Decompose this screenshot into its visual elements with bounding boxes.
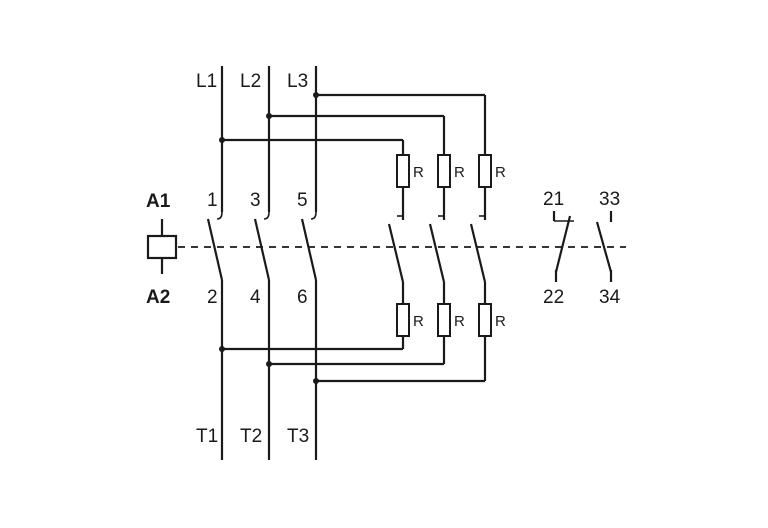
junction-T2 (266, 361, 272, 367)
resistor-lower-1 (396, 303, 410, 337)
resistor-label-upper-3: R (495, 164, 506, 181)
terminal-4: 4 (250, 287, 261, 308)
resistor-label-lower-3: R (495, 313, 506, 330)
terminal-3: 3 (250, 190, 261, 211)
label-L1: L1 (196, 71, 217, 92)
resistor-label-lower-2: R (454, 313, 465, 330)
aux-no-label-33: 33 (599, 189, 620, 210)
resistor-contact-blade-2 (428, 223, 446, 283)
terminal-2: 2 (207, 287, 218, 308)
main-contact-blade-1 (206, 218, 224, 281)
main-contact-blade-2 (253, 218, 271, 281)
aux-nc-label-21: 21 (543, 189, 564, 210)
junction-T1 (219, 346, 225, 352)
coil-label-a1: A1 (146, 191, 171, 212)
resistor-upper-3 (478, 154, 492, 188)
resistor-label-upper-2: R (454, 164, 465, 181)
resistor-contact-blade-1 (387, 223, 405, 283)
junction-L1-top (219, 137, 225, 143)
coil-label-a2: A2 (146, 287, 170, 308)
label-L3: L3 (287, 71, 308, 92)
label-T2: T2 (240, 426, 262, 447)
aux-no-label-34: 34 (599, 287, 621, 308)
resistor-upper-1 (396, 154, 410, 188)
terminal-1: 1 (207, 190, 218, 211)
resistor-label-upper-1: R (413, 164, 424, 181)
aux-nc-label-22: 22 (543, 287, 564, 308)
label-L2: L2 (240, 71, 261, 92)
label-T3: T3 (287, 426, 309, 447)
junction-L3-top (313, 92, 319, 98)
resistor-lower-3 (478, 303, 492, 337)
resistor-lower-2 (437, 303, 451, 337)
main-contact-blade-3 (300, 218, 318, 281)
resistor-contact-blade-3 (469, 223, 487, 283)
contact-hook-5 (310, 211, 317, 220)
terminal-5: 5 (297, 190, 308, 211)
resistor-label-lower-1: R (413, 313, 424, 330)
junction-T3 (313, 378, 319, 384)
coil-symbol (146, 234, 178, 260)
contact-hook-1 (216, 211, 223, 220)
junction-L2-top (266, 113, 272, 119)
aux-nc-blade (554, 215, 572, 273)
terminal-6: 6 (297, 287, 308, 308)
aux-no-blade (595, 221, 613, 273)
label-T1: T1 (196, 426, 218, 447)
resistor-upper-2 (437, 154, 451, 188)
contact-hook-3 (263, 211, 270, 220)
